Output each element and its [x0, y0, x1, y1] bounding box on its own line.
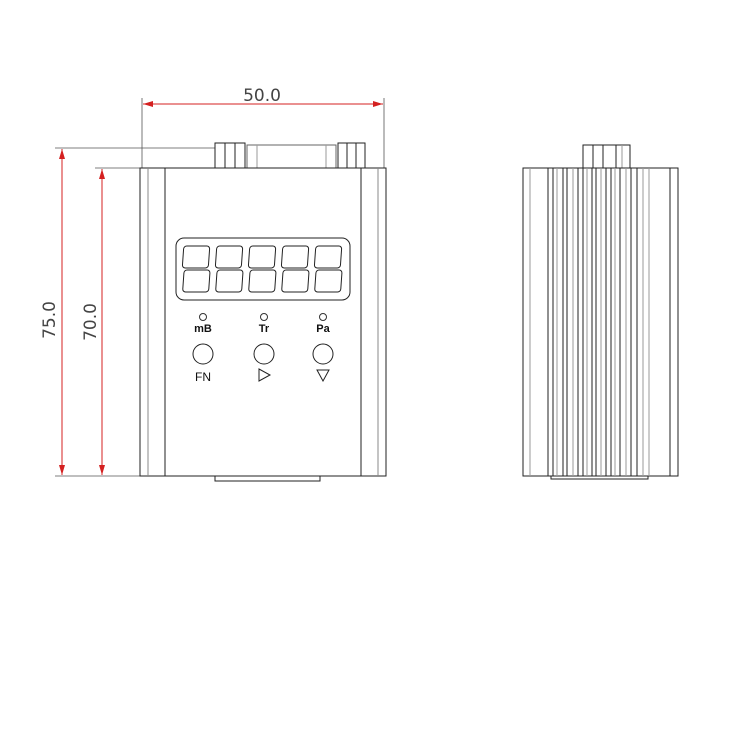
display-digits — [181, 245, 343, 293]
button-1[interactable]: FN — [192, 343, 214, 384]
side-connector — [582, 144, 631, 169]
display-digit — [214, 245, 244, 293]
connector-body — [246, 144, 337, 169]
height-total-dimension: 75.0 — [40, 147, 215, 477]
button-3[interactable] — [312, 343, 334, 383]
height-body-dimension: 70.0 — [81, 167, 140, 475]
indicator-label: mB — [194, 323, 212, 335]
width-dimension-label: 50.0 — [243, 86, 281, 106]
display-digit — [280, 245, 310, 293]
push-button[interactable] — [192, 343, 214, 365]
bottom-tab — [214, 476, 321, 482]
triangle-right-icon — [258, 368, 272, 382]
button-label: FN — [195, 370, 211, 384]
width-dimension: 50.0 — [141, 86, 385, 168]
connector-nut-left — [214, 142, 246, 169]
led-icon — [260, 313, 268, 321]
side-view — [522, 144, 679, 480]
indicator-mb: mB — [194, 313, 212, 335]
display-digit — [181, 245, 211, 293]
indicator-tr: Tr — [259, 313, 270, 335]
indicator-pa: Pa — [316, 313, 331, 335]
led-icon — [199, 313, 207, 321]
push-button[interactable] — [253, 343, 275, 365]
triangle-down-icon — [316, 369, 330, 383]
front-view — [139, 142, 387, 482]
led-icon — [319, 313, 327, 321]
indicator-label: Tr — [259, 323, 270, 335]
height-total-label: 75.0 — [40, 301, 60, 339]
indicator-label: Pa — [316, 323, 330, 335]
display-digit — [313, 245, 343, 293]
front-body — [139, 167, 387, 477]
button-2[interactable] — [253, 343, 275, 382]
heatsink-fins — [529, 168, 671, 476]
display-digit — [247, 245, 277, 293]
led-display — [175, 237, 351, 301]
push-button[interactable] — [312, 343, 334, 365]
height-body-label: 70.0 — [81, 303, 101, 341]
connector-nut-right — [337, 142, 366, 169]
